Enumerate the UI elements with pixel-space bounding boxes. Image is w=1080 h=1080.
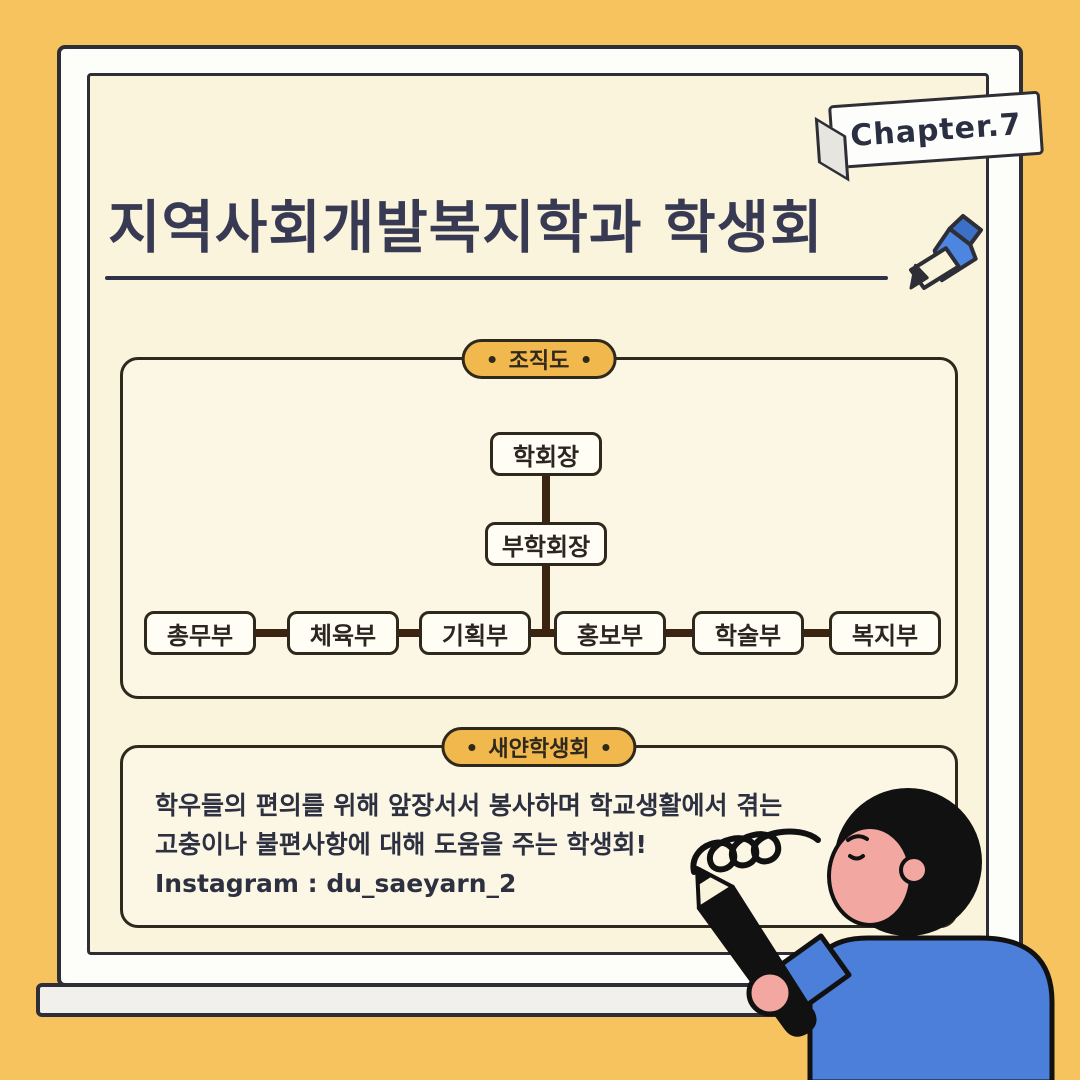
org-node-president: 학회장 bbox=[490, 432, 602, 476]
person-hand bbox=[746, 969, 794, 1017]
pencil-icon bbox=[909, 214, 983, 290]
dot-icon bbox=[602, 743, 610, 751]
person-eyebrow bbox=[846, 834, 869, 842]
person-illustration bbox=[690, 788, 1055, 1080]
person-body bbox=[807, 935, 1055, 1080]
person-ear bbox=[899, 855, 929, 885]
dot-icon bbox=[488, 355, 496, 363]
info-badge-label: 새얀학생회 bbox=[488, 737, 590, 762]
dot-icon bbox=[582, 355, 590, 363]
org-node-dept: 총무부 bbox=[144, 611, 256, 655]
connector-vice-departments bbox=[542, 564, 550, 633]
title-underline bbox=[105, 276, 888, 280]
info-line-1: 학우들의 편의를 위해 앞장서서 봉사하며 학교생활에서 겪는 bbox=[155, 791, 783, 820]
big-pencil-lead bbox=[695, 866, 712, 885]
squiggle-drawing bbox=[690, 828, 821, 875]
person-eye bbox=[848, 854, 865, 861]
org-node-dept: 홍보부 bbox=[554, 611, 666, 655]
org-node-dept: 기획부 bbox=[419, 611, 531, 655]
page-title: 지역사회개발복지학과 학생회 bbox=[108, 195, 824, 261]
connector-president-vice bbox=[542, 474, 550, 524]
org-node-vice-president: 부학회장 bbox=[485, 522, 607, 566]
person-face bbox=[827, 825, 913, 927]
chapter-label: Chapter.7 bbox=[849, 106, 1023, 154]
connector-departments-horizontal bbox=[200, 629, 885, 637]
info-line-2: 고충이나 불편사항에 대해 도움을 주는 학생회! bbox=[155, 830, 647, 859]
org-chart-section: 조직도 학회장 부학회장 총무부 체육부 기획부 홍보부 학술부 복지부 bbox=[120, 339, 958, 699]
info-badge: 새얀학생회 bbox=[441, 727, 637, 767]
instagram-handle: Instagram : du_saeyarn_2 bbox=[155, 869, 517, 898]
org-node-dept: 복지부 bbox=[829, 611, 941, 655]
org-node-dept: 학술부 bbox=[692, 611, 804, 655]
org-chart-badge: 조직도 bbox=[461, 339, 617, 379]
org-node-dept: 체육부 bbox=[287, 611, 399, 655]
info-text: 학우들의 편의를 위해 앞장서서 봉사하며 학교생활에서 겪는 고충이나 불편사… bbox=[155, 786, 925, 903]
dot-icon bbox=[468, 743, 476, 751]
org-badge-label: 조직도 bbox=[508, 349, 570, 374]
